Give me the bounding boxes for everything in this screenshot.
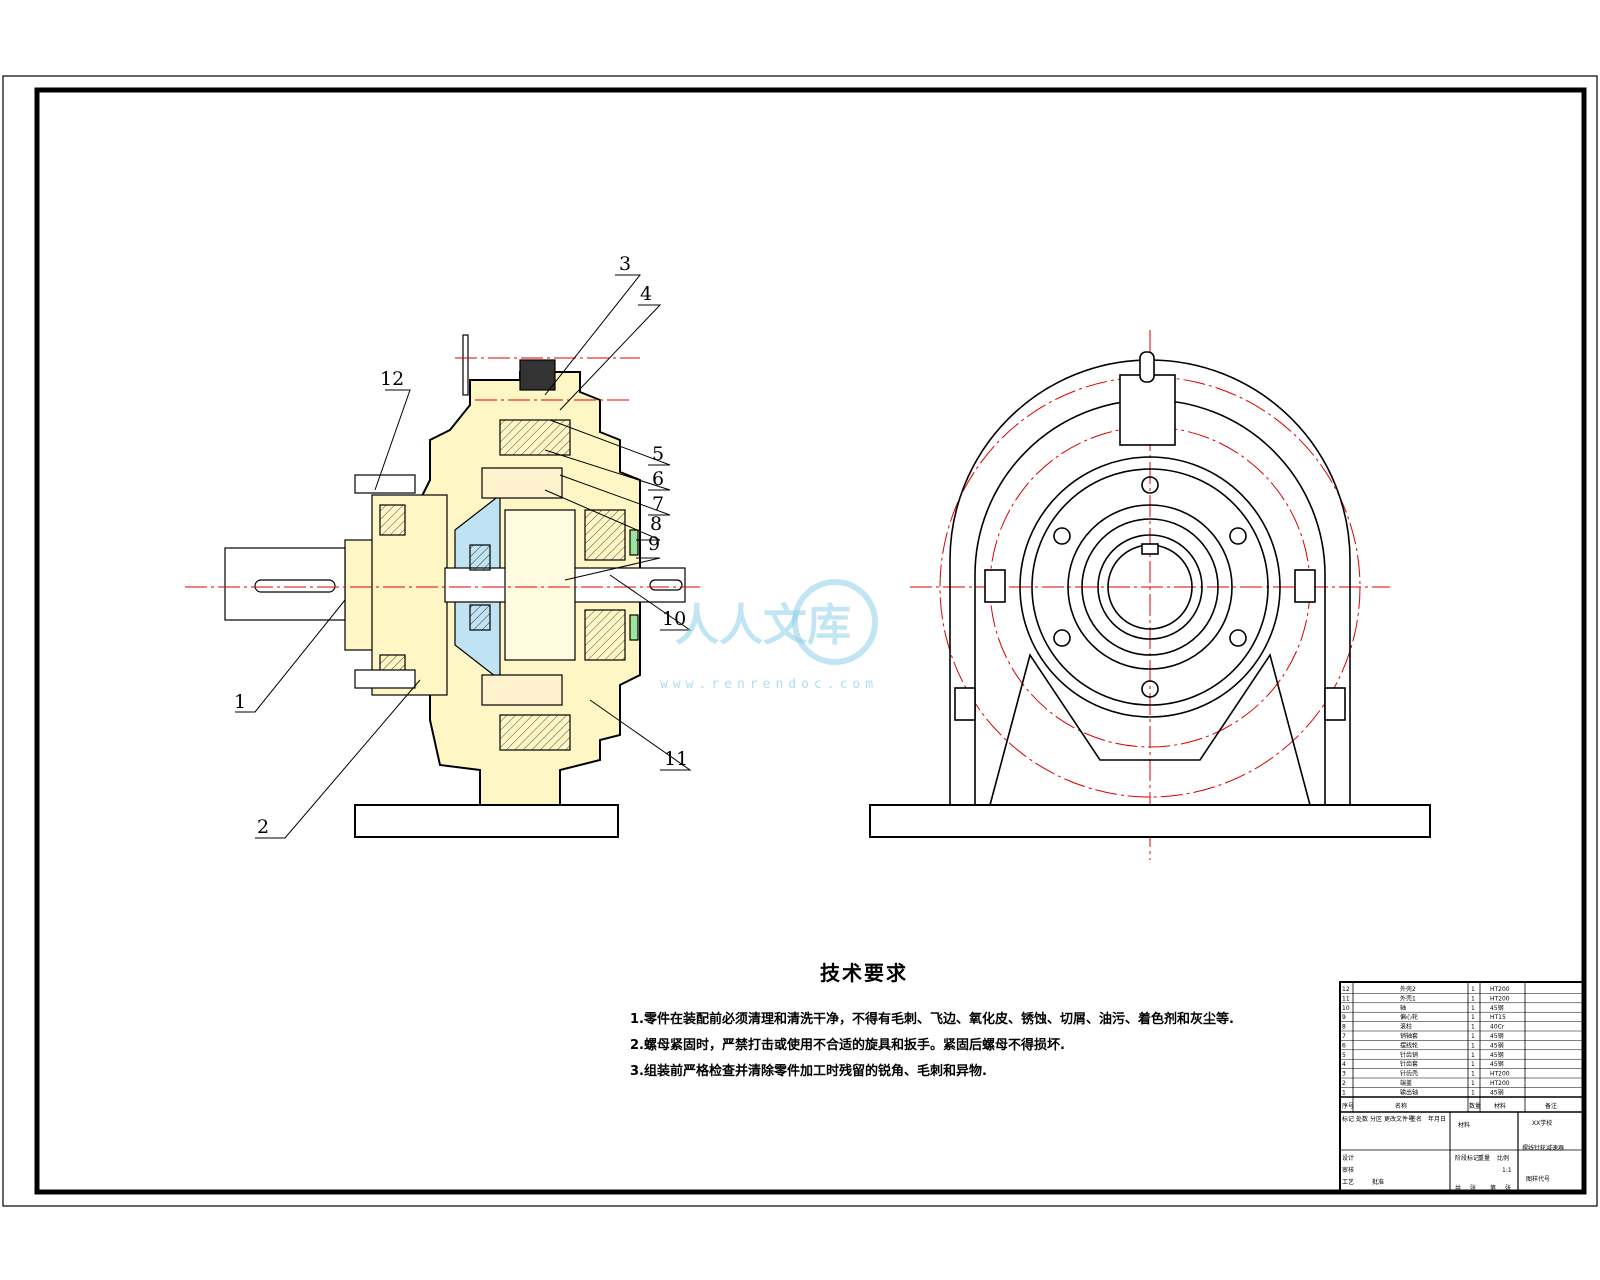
title-block-cell: 工艺 <box>1342 1178 1354 1186</box>
callout-12: 12 <box>380 368 404 390</box>
title-block-cell: 阶段标记 <box>1455 1154 1479 1162</box>
callout-6: 6 <box>652 468 664 490</box>
callout-5: 5 <box>652 443 664 465</box>
end-view <box>869 351 1431 838</box>
bom-name: 针齿套 <box>1400 1060 1418 1068</box>
bom-no: 3 <box>1342 1071 1346 1078</box>
title-block-cell: 共 <box>1455 1184 1461 1192</box>
tb-header-mat: 材料 <box>1494 1102 1506 1110</box>
tech-requirements-title: 技术要求 <box>820 961 908 985</box>
bom-name: 外壳2 <box>1400 985 1416 993</box>
tech-note-3: 3.组装前严格检查并清除零件加工时残留的锐角、毛刺和异物. <box>630 1063 987 1079</box>
bom-name: 外壳1 <box>1400 994 1416 1002</box>
title-block-cell: 年月日 <box>1428 1115 1446 1123</box>
callout-8: 8 <box>650 513 662 535</box>
bom-qty: 1 <box>1471 1071 1475 1078</box>
bom-no: 6 <box>1342 1042 1346 1049</box>
bom-no: 8 <box>1342 1024 1346 1031</box>
bom-name: 针齿销 <box>1400 1051 1418 1059</box>
tb-drawing-name: 摆线针轮减速器 <box>1522 1144 1564 1152</box>
callout-2: 2 <box>257 816 269 838</box>
bom-mat: 45钢 <box>1490 1041 1504 1049</box>
bom-no: 7 <box>1342 1033 1346 1040</box>
bom-no: 10 <box>1342 1005 1350 1012</box>
callout-1: 1 <box>234 691 246 713</box>
svg-text:人人文库: 人人文库 <box>675 600 851 651</box>
title-block-cell: 比例 <box>1497 1154 1509 1162</box>
bom-qty: 1 <box>1471 1005 1475 1012</box>
callout-7: 7 <box>652 493 664 515</box>
bom-mat: HT200 <box>1490 1080 1510 1087</box>
title-block-cell: 设计 <box>1342 1154 1354 1162</box>
outer-frame <box>2 75 1598 1207</box>
bom-mat: 45钢 <box>1490 1004 1504 1012</box>
leader-lines <box>235 274 692 839</box>
bom-name: 摆线轮 <box>1400 1041 1418 1049</box>
bom-no: 11 <box>1342 995 1350 1002</box>
callout-11: 11 <box>664 748 688 770</box>
bom-qty: 1 <box>1471 986 1475 993</box>
bom-mat: 45钢 <box>1490 1051 1504 1059</box>
bom-qty: 1 <box>1471 1042 1475 1049</box>
title-block-cell: 张 <box>1505 1184 1511 1192</box>
bom-qty: 1 <box>1471 995 1475 1002</box>
bom-name: 轴 <box>1400 1004 1406 1012</box>
title-block-cell: 重量 <box>1478 1154 1490 1162</box>
tb-header-qty: 数量 <box>1469 1102 1481 1110</box>
callout-10: 10 <box>662 608 686 630</box>
bom-qty: 1 <box>1471 1052 1475 1059</box>
title-block-cell: 批准 <box>1372 1178 1384 1186</box>
bom-no: 9 <box>1342 1014 1346 1021</box>
title-block-cell: 标记 <box>1342 1115 1354 1123</box>
bom-no: 5 <box>1342 1052 1346 1059</box>
bom-qty: 1 <box>1471 1024 1475 1031</box>
tb-material-label: 材料 <box>1458 1121 1470 1129</box>
title-block-cell: 分区 <box>1370 1115 1382 1123</box>
inner-frame <box>34 87 1587 1195</box>
bom-no: 12 <box>1342 986 1350 993</box>
callout-3: 3 <box>619 253 631 275</box>
title-block-cell: 第 <box>1490 1184 1496 1192</box>
bom-qty: 1 <box>1471 1014 1475 1021</box>
tb-school: XX学校 <box>1532 1119 1552 1127</box>
bom-no: 4 <box>1342 1061 1346 1068</box>
title-block-cell: 更改文件号 <box>1384 1115 1414 1123</box>
bom-qty: 1 <box>1471 1089 1475 1096</box>
callout-9: 9 <box>648 533 660 555</box>
bom-mat: 45钢 <box>1490 1060 1504 1068</box>
callout-4: 4 <box>640 283 652 305</box>
bom-name: 销轴套 <box>1400 1032 1418 1040</box>
tb-header-name: 名称 <box>1395 1102 1407 1110</box>
bom-name: 滚柱 <box>1400 1023 1412 1031</box>
bom-name: 端盖 <box>1400 1079 1412 1087</box>
watermark: 人人文库 www.renrendoc.com <box>660 579 878 692</box>
bom-no: 1 <box>1342 1089 1346 1096</box>
svg-text:www.renrendoc.com: www.renrendoc.com <box>660 677 878 692</box>
tech-note-1: 1.零件在装配前必须清理和清洗干净，不得有毛刺、飞边、氧化皮、锈蚀、切屑、油污、… <box>630 1011 1234 1027</box>
tech-note-2: 2.螺母紧固时，严禁打击或使用不合适的旋具和扳手。紧固后螺母不得损坏. <box>630 1037 1065 1053</box>
bom-qty: 1 <box>1471 1061 1475 1068</box>
tb-header-note: 备注 <box>1545 1102 1557 1110</box>
bom-mat: 45钢 <box>1490 1032 1504 1040</box>
bom-mat: HT15 <box>1490 1014 1506 1021</box>
sectional-view <box>224 334 686 838</box>
bom-mat: HT200 <box>1490 1071 1510 1078</box>
bom-name: 偏心轮 <box>1400 1013 1418 1021</box>
title-block-cell: 签名 <box>1410 1115 1422 1123</box>
title-block-cell: 审核 <box>1342 1166 1354 1174</box>
tb-header-no: 序号 <box>1342 1102 1354 1110</box>
bom-qty: 1 <box>1471 1033 1475 1040</box>
bom-mat: HT200 <box>1490 995 1510 1002</box>
bom-qty: 1 <box>1471 1080 1475 1087</box>
bom-name: 输出轴 <box>1400 1088 1418 1096</box>
tb-drawing-no: 图样代号 <box>1526 1175 1550 1183</box>
bom-mat: HT200 <box>1490 986 1510 993</box>
bom-no: 2 <box>1342 1080 1346 1087</box>
bom-mat: 40Cr <box>1490 1024 1505 1031</box>
title-block-cell: 处数 <box>1356 1115 1368 1123</box>
title-block-cell: 张 <box>1470 1184 1476 1192</box>
bom-mat: 45钢 <box>1490 1088 1504 1096</box>
bom-name: 针齿壳 <box>1400 1070 1418 1078</box>
tb-scale: 1:1 <box>1502 1167 1512 1174</box>
